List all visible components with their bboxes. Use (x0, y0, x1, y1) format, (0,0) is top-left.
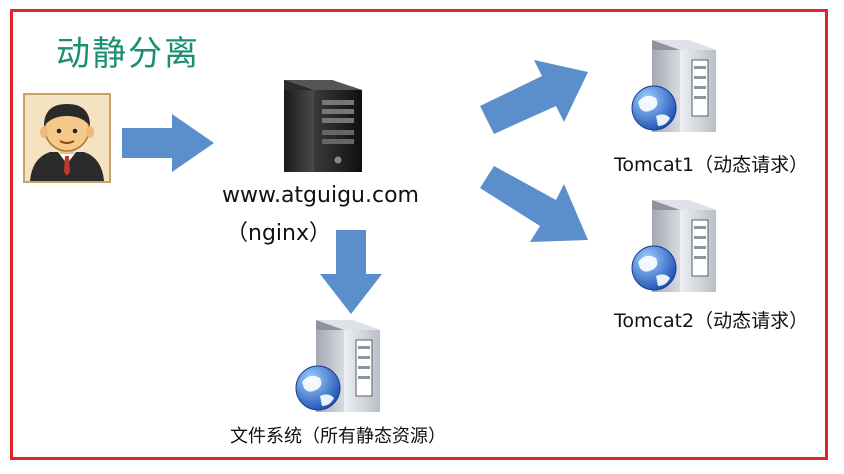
file-server-icon (295, 320, 380, 412)
nginx-server-icon (284, 80, 362, 172)
user-icon (23, 93, 111, 183)
nginx-label: （nginx） (226, 221, 331, 246)
diagram-frame (10, 9, 828, 460)
tomcat1-label: Tomcat1（动态请求） (614, 154, 809, 176)
file-system-label: 文件系统（所有静态资源） (230, 426, 446, 447)
tomcat2-label: Tomcat2（动态请求） (614, 310, 809, 332)
tomcat1-server-icon (631, 40, 716, 132)
static-arrow (320, 230, 382, 314)
request-arrow (122, 114, 214, 172)
tomcat2-server-icon (631, 200, 716, 292)
nginx-host: www.atguigu.com (222, 183, 419, 208)
dynamic-arrow-2 (480, 166, 588, 242)
dynamic-arrow-1 (480, 60, 588, 134)
diagram-title: 动静分离 (56, 34, 200, 74)
